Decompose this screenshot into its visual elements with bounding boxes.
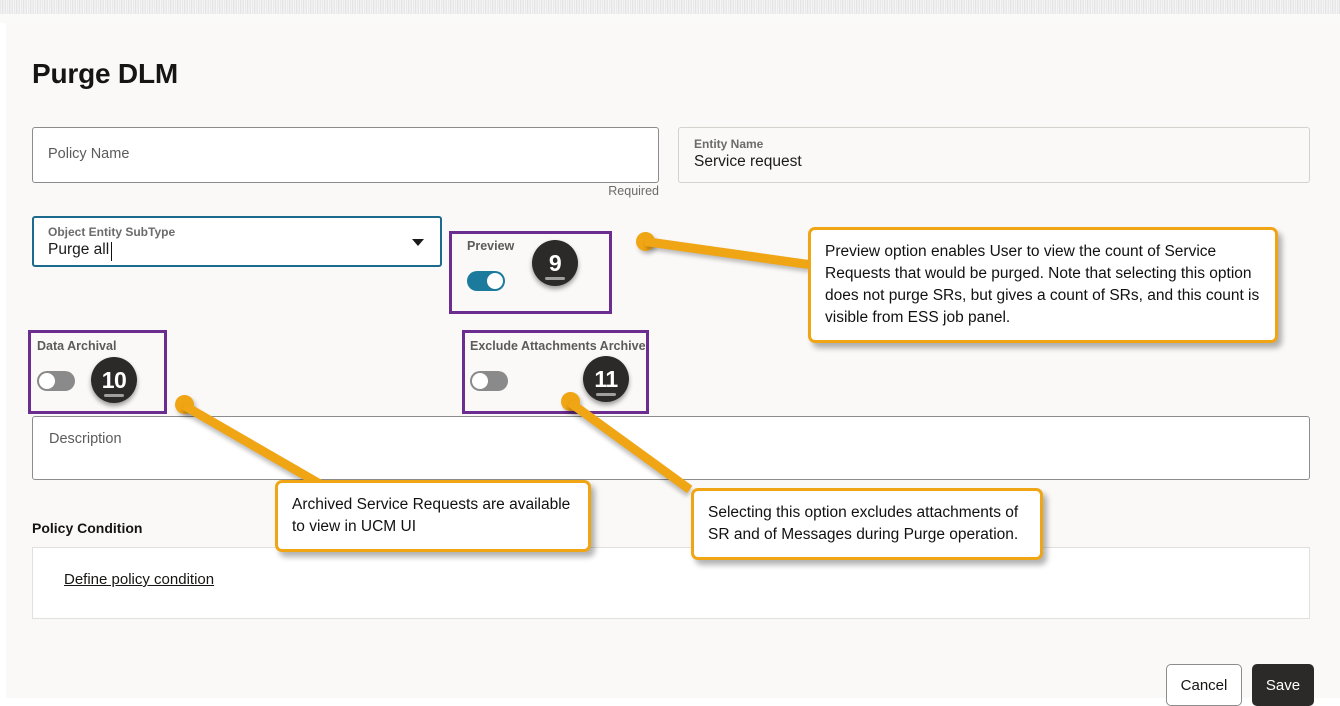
leader-line-preview: [644, 237, 810, 269]
page-title: Purge DLM: [32, 58, 178, 89]
object-entity-subtype-select[interactable]: Object Entity SubType Purge all: [32, 216, 442, 267]
purge-dlm-page: Purge DLM Policy Name Required Entity Na…: [6, 23, 1340, 706]
entity-name-field: Entity Name Service request: [678, 127, 1310, 183]
browser-chrome-gap: [0, 14, 1340, 23]
text-caret: [111, 242, 112, 261]
description-placeholder: Description: [49, 431, 122, 447]
step-badge-11: 11: [583, 356, 629, 402]
data-archival-toggle[interactable]: [37, 371, 75, 391]
entity-name-value: Service request: [694, 153, 802, 170]
preview-toggle-knob: [487, 273, 503, 289]
save-button[interactable]: Save: [1252, 664, 1314, 706]
define-policy-condition-link[interactable]: Define policy condition: [64, 571, 215, 588]
exclude-attachments-toggle-knob: [472, 373, 488, 389]
policy-name-input[interactable]: Policy Name: [32, 127, 659, 183]
policy-name-required-note: Required: [608, 184, 659, 198]
preview-toggle[interactable]: [467, 271, 505, 291]
exclude-attachments-toggle[interactable]: [470, 371, 508, 391]
preview-toggle-label: Preview: [467, 239, 515, 253]
highlight-box-data-archival: [28, 330, 167, 414]
data-archival-toggle-label: Data Archival: [37, 339, 117, 353]
policy-condition-box: Define policy condition: [32, 547, 1310, 619]
policy-condition-section-label: Policy Condition: [32, 520, 143, 536]
step-badge-9: 9: [532, 240, 578, 286]
entity-name-label: Entity Name: [694, 137, 764, 151]
cancel-button[interactable]: Cancel: [1166, 664, 1242, 706]
data-archival-toggle-knob: [39, 373, 55, 389]
callout-preview: Preview option enables User to view the …: [808, 227, 1278, 343]
callout-data-archival: Archived Service Requests are available …: [275, 480, 591, 552]
highlight-box-preview: [449, 231, 612, 314]
object-entity-subtype-value: Purge all: [48, 241, 110, 258]
exclude-attachments-toggle-label: Exclude Attachments Archive: [470, 339, 646, 353]
callout-exclude-attachments: Selecting this option excludes attachmen…: [691, 488, 1043, 560]
object-entity-subtype-label: Object Entity SubType: [48, 225, 176, 239]
chevron-down-icon[interactable]: [412, 239, 424, 246]
browser-chrome-texture: [0, 0, 1340, 14]
highlight-box-exclude-attachments: [462, 330, 649, 414]
policy-name-placeholder: Policy Name: [48, 146, 130, 162]
step-badge-10: 10: [91, 357, 137, 403]
